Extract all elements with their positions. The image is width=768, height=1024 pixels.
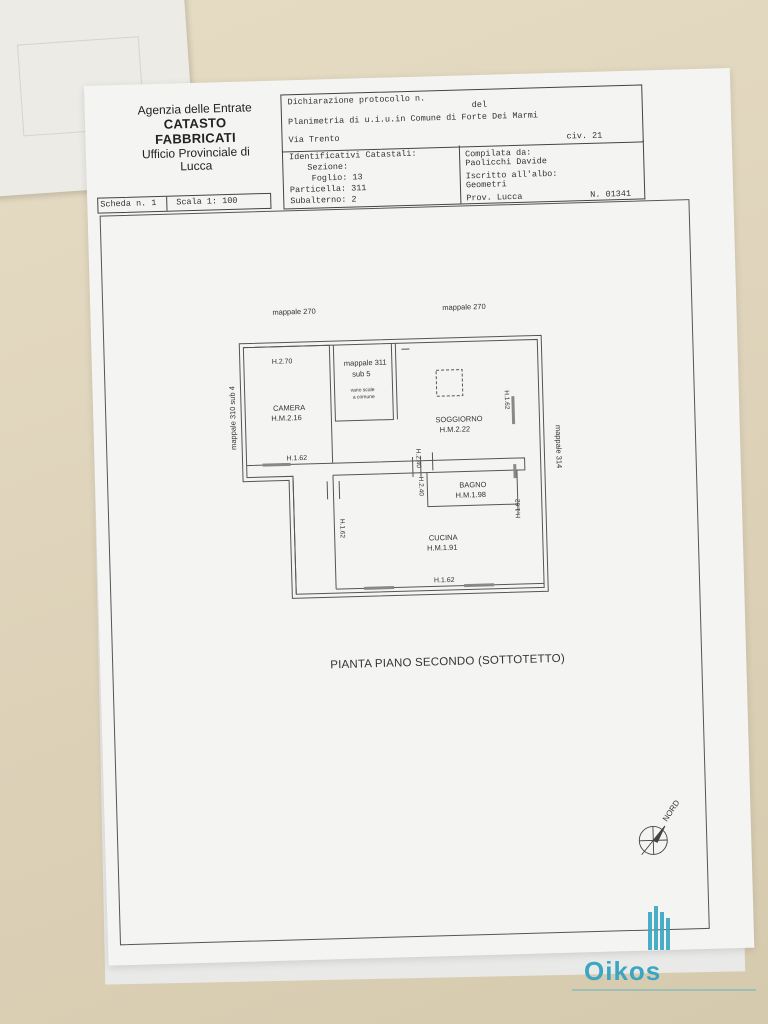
bagno-right-wall (516, 470, 519, 515)
mappale-314: mappale 314 (554, 425, 564, 469)
door (411, 456, 414, 477)
cadastral-sheet: Agenzia delle Entrate CATASTO FABBRICATI… (84, 67, 755, 966)
north-arrow-icon (638, 825, 668, 856)
camera-wall (243, 344, 334, 464)
door (338, 481, 341, 500)
cucina-height: H.M.1.91 (427, 543, 458, 553)
middle-wall (246, 457, 526, 476)
mappale-311-sub: sub 5 (352, 369, 371, 379)
oikos-brand: Oikos (584, 956, 662, 986)
soggiorno-wall-left (394, 343, 398, 420)
floor-plan: mappale 270 mappale 270 mappale 310 sub … (227, 302, 682, 856)
camera-window-height: H.1.62 (286, 455, 307, 463)
window (364, 586, 395, 590)
door (326, 481, 329, 500)
vano-scale-comune: a comune (353, 394, 375, 401)
cucina-left-wall (332, 475, 337, 590)
window (262, 462, 291, 467)
mappale-270-right: mappale 270 (442, 302, 486, 312)
door-height-lower: H.2.40 (417, 477, 425, 497)
camera-height: H.M.2.16 (271, 413, 302, 423)
cucina-right-height: H.1.62 (515, 498, 523, 518)
outer-wall (238, 334, 549, 599)
window (464, 583, 495, 588)
vano-scale: vano scale (351, 387, 375, 394)
soggiorno-wall-height: H.1.62 (503, 390, 511, 410)
door-height-upper: H.2.40 (414, 449, 422, 469)
cucina-label: CUCINA (429, 533, 458, 543)
mappale-270-left: mappale 270 (272, 307, 316, 317)
soggiorno-label: SOGGIORNO (435, 414, 482, 424)
bagno-label: BAGNO (459, 480, 486, 490)
cucina-bottom-height: H.1.62 (434, 577, 455, 585)
bagno-height: H.M.1.98 (455, 490, 486, 500)
window (511, 396, 516, 425)
cucina-left-height: H.1.62 (338, 519, 346, 539)
mappale-311: mappale 311 (344, 358, 387, 368)
oikos-logo-icon (572, 906, 756, 991)
door (419, 456, 422, 477)
corridor-wall (292, 476, 297, 595)
door (431, 452, 434, 471)
camera-label: CAMERA (273, 403, 305, 413)
skylight (435, 369, 464, 397)
bagno-wall (426, 472, 518, 508)
north-label: NORD (661, 798, 682, 823)
camera-height-label: H.2.70 (272, 358, 293, 366)
stair-wall (332, 343, 394, 422)
mappale-310-sub-4: mappale 310 sub 4 (227, 386, 238, 450)
soggiorno-height: H.M.2.22 (440, 424, 471, 434)
outer-wall-inner (242, 338, 545, 595)
